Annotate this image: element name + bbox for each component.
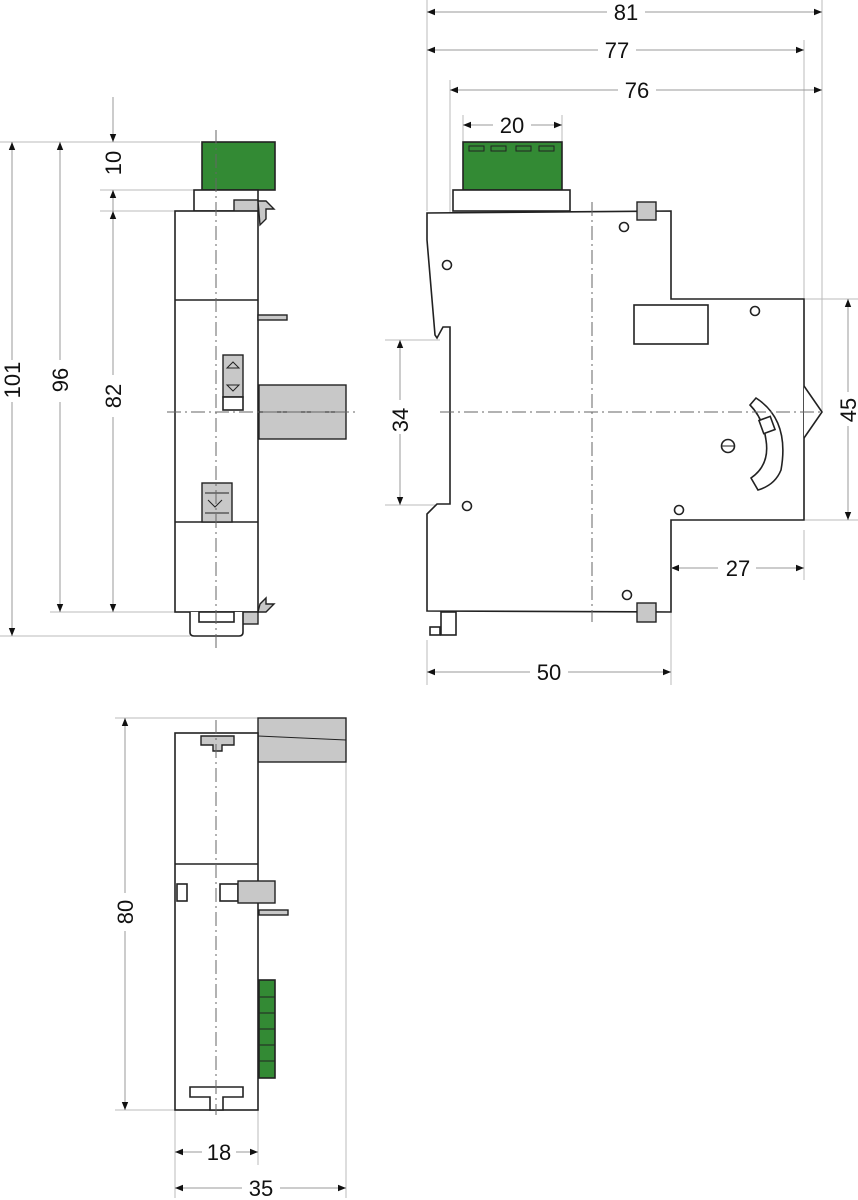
dim-34: 34	[388, 408, 413, 432]
rail-clip	[257, 717, 347, 763]
label-window	[633, 304, 709, 345]
dim-27: 27	[726, 556, 750, 581]
side-view: 101 96 82 10	[0, 97, 355, 650]
dim-81: 81	[614, 0, 638, 25]
front-view: 81 77 76 20 34 45 27 50	[385, 0, 858, 685]
dim-50: 50	[537, 660, 561, 685]
dim-20: 20	[500, 113, 524, 138]
dim-96: 96	[48, 368, 73, 392]
dim-76: 76	[625, 78, 649, 103]
dim-10: 10	[101, 151, 126, 175]
dim-35: 35	[249, 1176, 273, 1200]
dim-45: 45	[836, 398, 858, 422]
dim-77: 77	[605, 38, 629, 63]
bottom-view: 80 18 35	[113, 717, 347, 1200]
dim-82: 82	[101, 384, 126, 408]
dim-101: 101	[0, 362, 25, 399]
connector-block	[201, 141, 276, 191]
dim-18: 18	[207, 1140, 231, 1165]
dim-80: 80	[113, 900, 138, 924]
